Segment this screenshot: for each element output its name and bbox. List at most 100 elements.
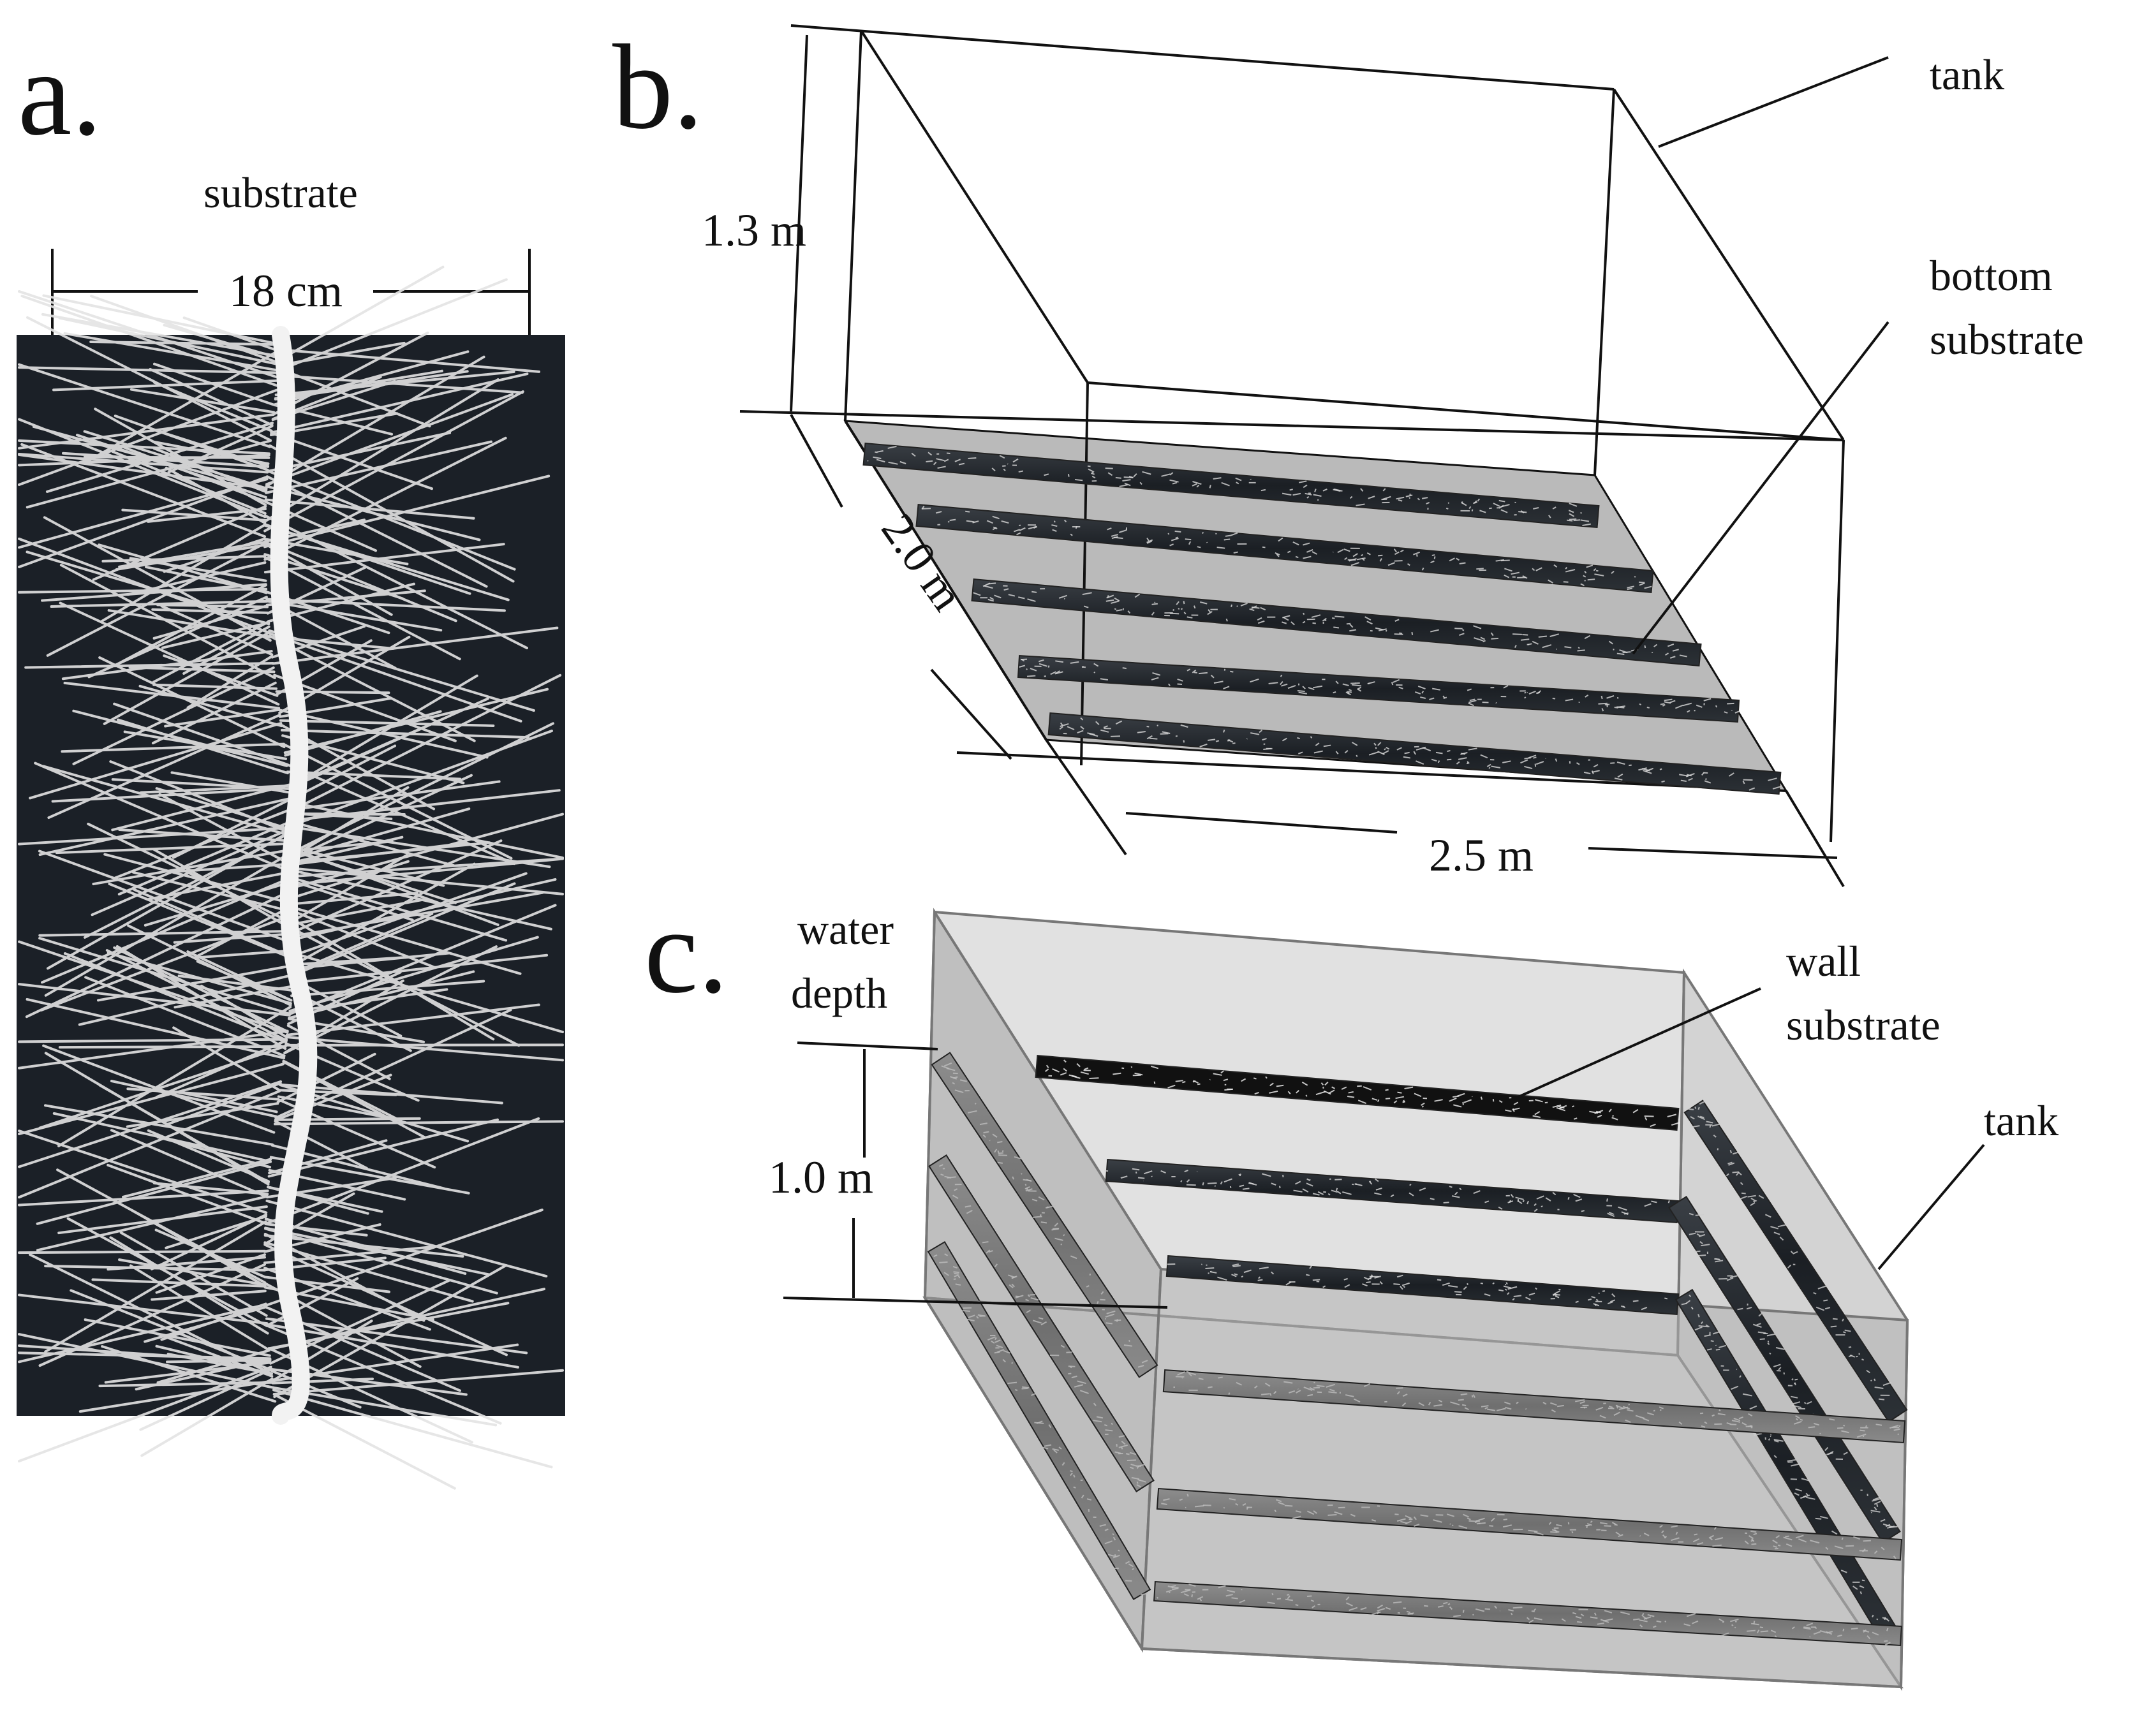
fiber-strand	[295, 853, 408, 920]
fiber-strand	[121, 508, 267, 522]
fiber-strand	[280, 728, 529, 739]
fiber-strand	[29, 722, 283, 800]
fiber-strand	[272, 331, 429, 416]
fiber-strand	[18, 1344, 272, 1364]
wall-substrate-tube-back	[1165, 1254, 1680, 1316]
fiber-strand	[115, 543, 267, 571]
fiber-strand	[292, 978, 403, 1038]
fiber-strand	[294, 867, 564, 895]
fiber-strand	[63, 332, 281, 372]
fiber-strand	[264, 498, 475, 520]
fiber-strand	[84, 1318, 271, 1357]
fiber-strand	[18, 1303, 267, 1364]
fiber-strand	[263, 1244, 442, 1264]
fiber-strand	[263, 390, 524, 533]
fiber-strand	[276, 1052, 376, 1103]
fiber-strand	[18, 1063, 285, 1135]
fiber-strand	[173, 932, 298, 944]
water-depth-value: 1.0 m	[769, 1152, 873, 1203]
water-depth-line2: depth	[791, 969, 887, 1017]
panel-b: b. 1.3 m 2.0 m	[612, 20, 2084, 888]
fiber-strand	[44, 1220, 267, 1353]
fiber-strand	[295, 881, 414, 922]
fiber-strand	[152, 447, 268, 494]
fiber-strand	[274, 1120, 368, 1170]
fiber-strand	[20, 443, 267, 538]
fiber-strand	[263, 514, 529, 650]
fiber-strand	[152, 683, 277, 690]
fiber-strand	[55, 842, 296, 855]
fiber-strand	[265, 1323, 519, 1369]
panel-b-letter: b.	[612, 20, 704, 154]
fiber-strand	[293, 850, 457, 904]
fiber-strand	[155, 1253, 267, 1294]
tank-label-c: tank	[1984, 1096, 2059, 1145]
fiber-strand	[144, 879, 298, 927]
fiber-strand	[279, 719, 495, 727]
fiber-strand	[265, 1199, 548, 1278]
wall-substrate-tube-right	[1683, 1100, 1908, 1423]
wall-substrate-line2: substrate	[1786, 1001, 1941, 1049]
fiber-strand	[84, 830, 295, 939]
substrate-caption: substrate	[203, 168, 358, 217]
fiber-strand	[289, 744, 397, 801]
fiber-strand	[144, 1306, 267, 1343]
fiber-strand	[266, 431, 452, 473]
fiber-strand	[290, 812, 393, 821]
fiber-strand	[295, 860, 410, 898]
fiber-strand	[18, 940, 289, 1034]
fiber-strand	[36, 1160, 272, 1225]
fiber-strand	[20, 295, 279, 387]
fiber-strand	[194, 902, 298, 959]
fiber-strand	[263, 1243, 508, 1357]
fiber-strand	[295, 813, 564, 888]
width-label-a: 18 cm	[229, 265, 343, 316]
wall-substrate-tubes	[927, 1052, 1908, 1647]
fiber-strand	[281, 348, 541, 373]
fiber-strand	[292, 953, 549, 984]
fiber-strand	[128, 666, 276, 673]
fiber-strand	[267, 1118, 499, 1178]
substrate-photo	[17, 265, 565, 1490]
fiber-strand	[293, 862, 476, 966]
fiber-strand	[129, 388, 276, 414]
fiber-strand	[151, 428, 270, 467]
fiber-strand	[38, 929, 298, 937]
fiber-strand	[265, 440, 492, 494]
fiber-strand	[263, 1233, 464, 1258]
fiber-strand	[91, 1278, 267, 1288]
fiber-strand	[293, 722, 554, 853]
bottom-substrate-tube	[1047, 712, 1782, 795]
fiber-strand	[44, 849, 297, 997]
fiber-strand	[18, 418, 267, 519]
width-label-b: 2.5 m	[1429, 830, 1534, 881]
fiber-strand	[38, 850, 297, 946]
fiber-strand	[263, 555, 461, 661]
fiber-strand	[274, 1008, 512, 1119]
fiber-strand	[292, 882, 516, 976]
fiber-strand	[84, 976, 286, 1057]
fiber-strand	[26, 316, 272, 442]
fiber-strand	[135, 1358, 272, 1391]
wall-substrate-tube-front	[1162, 1369, 1906, 1444]
fiber-strand	[279, 265, 445, 361]
fiber-strand	[18, 537, 271, 635]
fiber-strand	[279, 341, 406, 367]
fiber-strand	[113, 946, 289, 1033]
fiber-strand	[295, 839, 503, 932]
callout-lines-b	[1632, 56, 1889, 655]
fiber-strand	[138, 684, 283, 728]
fiber-strand	[52, 379, 279, 392]
fiber-strand	[46, 542, 267, 657]
fiber-strand	[78, 973, 295, 1026]
fiber-strand	[293, 786, 410, 857]
fiber-strand	[129, 1264, 270, 1351]
fiber-strand	[107, 952, 292, 1005]
tank-wireframe-b	[739, 24, 1845, 888]
fiber-strand	[263, 540, 457, 622]
water-depth-dimension	[783, 1041, 1168, 1309]
fiber-strand	[266, 469, 516, 571]
panel-a-letter: a.	[18, 27, 102, 161]
fiber-strand	[152, 620, 270, 684]
